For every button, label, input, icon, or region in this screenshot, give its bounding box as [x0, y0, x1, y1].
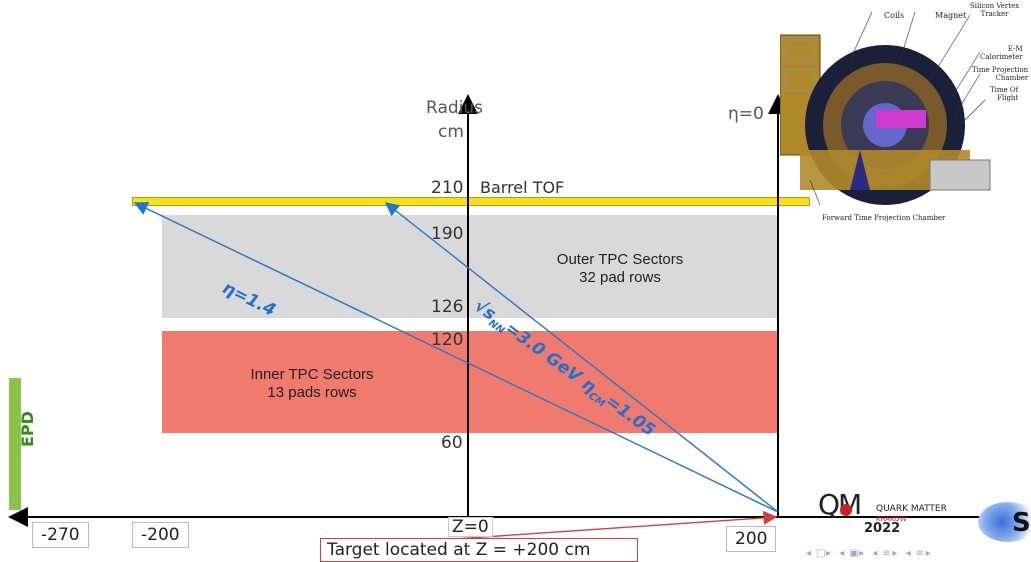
nav-prev-section-icon[interactable]: ◂	[839, 548, 845, 559]
qm-logo-dot-icon	[840, 504, 852, 516]
barrel-tof-bar	[132, 197, 810, 206]
radius-label: Radius	[426, 98, 484, 118]
star-logo: S	[974, 498, 1031, 546]
label-silicon-vertex-1: Silicon Vertex	[970, 2, 1020, 10]
radius-tick-60: 60	[441, 433, 463, 453]
nav-next-sub-icon[interactable]: ▸	[892, 548, 898, 559]
nav-prev-sub-icon[interactable]: ◂	[872, 548, 878, 559]
target-label: Target located at Z = +200 cm	[320, 538, 638, 562]
label-tof-2: Flight	[997, 94, 1019, 102]
star-detector-image: Coils Magnet Silicon Vertex Tracker E-M …	[779, 0, 1030, 225]
radius-tick-120: 120	[431, 330, 464, 350]
star-logo-letter: S	[1012, 508, 1031, 538]
nav-sub-icon[interactable]: ≡	[882, 548, 891, 559]
inner-tpc-title: Inner TPC Sectors	[250, 366, 374, 383]
label-silicon-vertex: Silicon Vertex Tracker	[970, 2, 1019, 18]
epd-bar	[9, 378, 21, 510]
label-silicon-vertex-2: Tracker	[980, 10, 1009, 18]
star-logo-swirl-icon	[978, 502, 1031, 542]
label-tpc: Time Projection Chamber	[972, 66, 1028, 82]
qm-logo: QM QUARK MATTER KRAKÓW 2022	[818, 488, 968, 538]
outer-tpc-rows: 32 pad rows	[579, 269, 661, 286]
track-eta-1-4	[133, 202, 779, 513]
nav-section-icon[interactable]: ▣	[849, 548, 859, 559]
krakow-text: KRAKÓW	[876, 515, 907, 523]
nav-next-icon[interactable]: ▸	[826, 548, 832, 559]
outer-tpc-label: Outer TPC Sectors 32 pad rows	[530, 251, 710, 287]
outer-tpc-title: Outer TPC Sectors	[556, 251, 684, 268]
radius-tick-190: 190	[431, 224, 464, 244]
inner-tpc-rows: 13 pads rows	[267, 384, 357, 401]
nav-item-icon[interactable]: ≡	[915, 548, 924, 559]
nav-first-icon[interactable]: ◂	[806, 548, 812, 559]
year-text: 2022	[864, 521, 901, 536]
label-tof-1: Time Of	[990, 86, 1019, 94]
nav-next-item-icon[interactable]: ▸	[925, 548, 931, 559]
barrel-tof-label: Barrel TOF	[480, 178, 565, 197]
qm-logo-text: QM	[818, 488, 862, 521]
radius-tick-126: 126	[431, 297, 464, 317]
z-tick-200: 200	[726, 526, 777, 552]
label-em: E-M	[1007, 45, 1023, 53]
nav-prev-item-icon[interactable]: ◂	[905, 548, 911, 559]
label-tof: Time Of Flight	[990, 86, 1018, 102]
nav-next-section-icon[interactable]: ▸	[859, 548, 865, 559]
label-tpc-1: Time Projection	[972, 66, 1029, 74]
label-em-calorimeter: E-M Calorimeter	[980, 45, 1023, 61]
target-arrow	[439, 510, 778, 541]
track-eta-1-05	[384, 202, 779, 513]
z-zero-label: Z=0	[448, 517, 493, 537]
z-tick-neg270: -270	[32, 522, 89, 548]
label-calorimeter: Calorimeter	[980, 53, 1023, 61]
slide-navigation[interactable]: ◂□▸ ◂▣▸ ◂≡▸ ◂≡▸	[806, 548, 936, 559]
label-ftpc: Forward Time Projection Chamber	[822, 214, 946, 222]
radius-unit: cm	[438, 122, 464, 142]
eta-zero-label: η=0	[728, 104, 764, 124]
inner-tpc-region	[162, 331, 778, 433]
label-coils: Coils	[884, 11, 905, 20]
label-tpc-2: Chamber	[995, 74, 1029, 82]
inner-tpc-label: Inner TPC Sectors 13 pads rows	[222, 366, 402, 402]
quark-matter-text: QUARK MATTER	[876, 504, 947, 514]
z-tick-neg200: -200	[132, 522, 189, 548]
nav-frame-icon[interactable]: □	[816, 548, 826, 559]
radius-tick-210: 210	[431, 178, 464, 198]
outer-tpc-region	[162, 215, 778, 318]
detector-drawing	[779, 11, 991, 206]
label-magnet: Magnet	[935, 11, 967, 20]
